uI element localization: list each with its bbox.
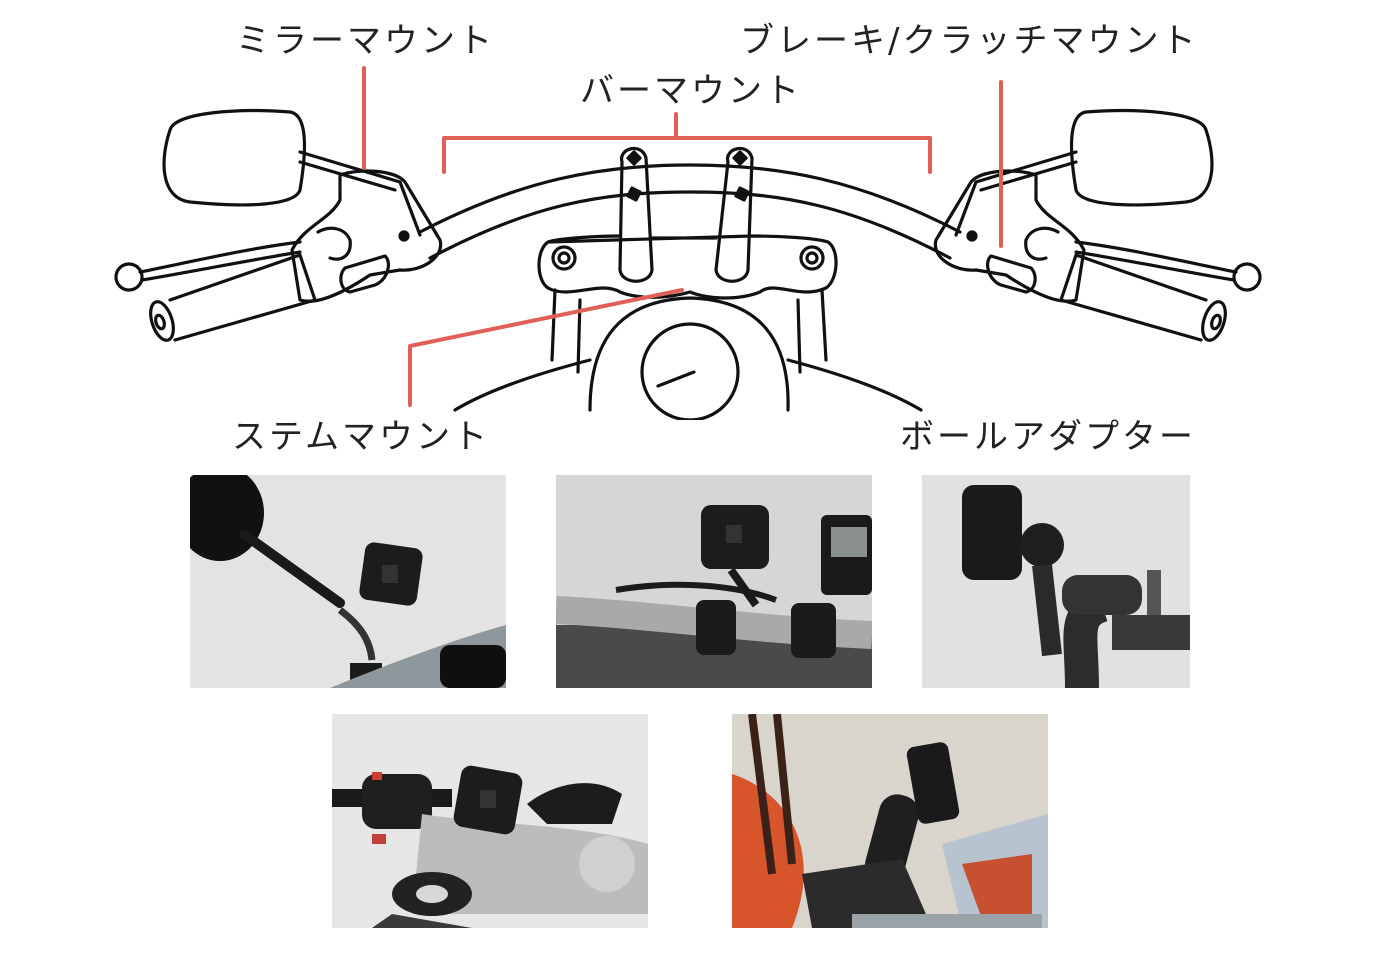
- photo-stem-mount: Stem mount: phone mount in steering stem…: [332, 714, 648, 928]
- handlebar-diagram: [114, 66, 1262, 420]
- label-mirror-mount: ミラーマウント: [236, 21, 495, 61]
- bar-mount-leader: [442, 112, 932, 174]
- photo-bar-mount: Bar mount: phone mount on handlebar clam…: [556, 475, 872, 688]
- photo-mirror-mount: Mirror mount: square black phone mount c…: [190, 475, 506, 688]
- right-mirror: [1070, 108, 1214, 207]
- photo-ball-arm: Ball adapter arm on cruiser handlebar wi…: [732, 714, 1048, 928]
- label-stem-mount: ステムマウント: [232, 417, 490, 457]
- left-mirror: [162, 108, 306, 207]
- stem-mount-leader: [408, 288, 684, 407]
- label-ball-adapter: ボールアダプター: [900, 417, 1196, 457]
- label-brake-clutch-mount: ブレーキ/クラッチマウント: [740, 21, 1199, 61]
- label-bar-mount: バーマウント: [580, 71, 802, 111]
- photo-ball-adapter: Ball adapter: mount with ball joint on b…: [922, 475, 1190, 688]
- leader-lines: [362, 66, 1003, 407]
